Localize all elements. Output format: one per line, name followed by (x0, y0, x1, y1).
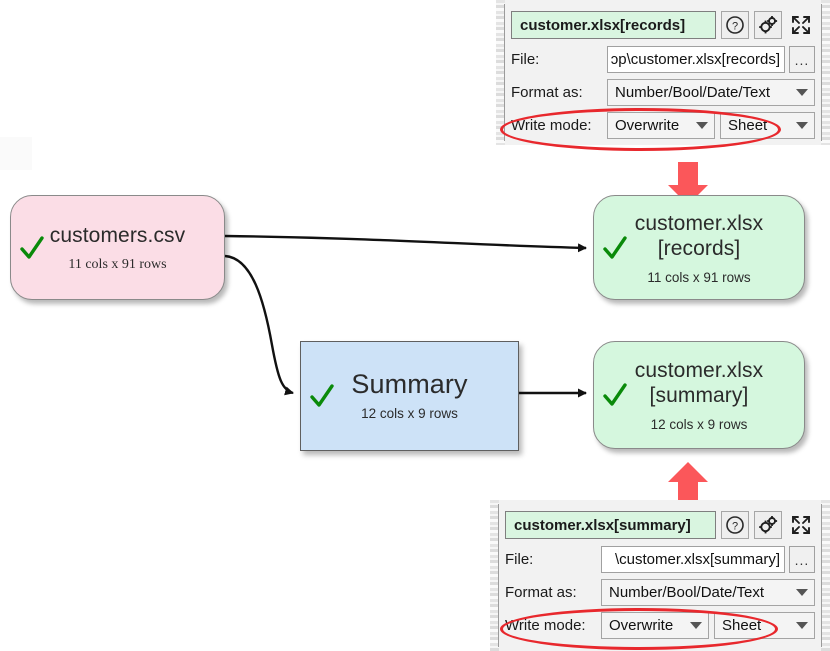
expand-icon[interactable] (787, 11, 815, 39)
node-title-line2: [summary] (649, 384, 749, 407)
red-arrow-up (668, 462, 708, 505)
file-input[interactable]: \customer.xlsx[summary] (601, 546, 785, 573)
expand-icon[interactable] (787, 511, 815, 539)
panel-torn-edge-right (821, 500, 830, 651)
write-target-value: Sheet (722, 617, 762, 634)
panel-title-field[interactable]: customer.xlsx[records] (511, 11, 716, 39)
write-target-select[interactable]: Sheet (714, 612, 815, 639)
write-mode-value: Overwrite (615, 117, 680, 134)
node-title: Summary (351, 368, 468, 399)
write-target-value: Sheet (728, 117, 768, 134)
panel-torn-edge-left (490, 500, 499, 651)
node-subtitle: 11 cols x 91 rows (68, 256, 167, 272)
write-mode-label: Write mode: (505, 617, 586, 634)
write-mode-row: Write mode: Overwrite Sheet (511, 111, 815, 140)
format-select-value: Number/Bool/Date/Text (615, 84, 771, 101)
node-title-line1: customer.xlsx (634, 359, 764, 382)
svg-text:?: ? (732, 21, 738, 33)
panel-titlebar: customer.xlsx[records] ? (511, 10, 815, 40)
help-icon[interactable]: ? (721, 511, 749, 539)
format-select-value: Number/Bool/Date/Text (609, 584, 765, 601)
panel-torn-edge-left (496, 0, 505, 145)
write-mode-select[interactable]: Overwrite (607, 112, 715, 139)
file-row: File: ɔp\customer.xlsx[records] ... (511, 45, 815, 74)
write-mode-select[interactable]: Overwrite (601, 612, 709, 639)
connector-csv-to-summary (224, 254, 294, 396)
gear-icon[interactable] (754, 511, 782, 539)
svg-text:?: ? (732, 521, 738, 533)
node-title: customer.xlsx [records] (635, 211, 764, 261)
format-row: Format as: Number/Bool/Date/Text (505, 578, 815, 607)
browse-button[interactable]: ... (789, 46, 815, 73)
chevron-down-icon (690, 622, 702, 629)
chevron-down-icon (696, 122, 708, 129)
flow-node-summary[interactable]: Summary 12 cols x 9 rows (300, 341, 519, 451)
write-mode-label: Write mode: (511, 117, 592, 134)
format-row: Format as: Number/Bool/Date/Text (511, 78, 815, 107)
format-label: Format as: (505, 584, 577, 601)
flow-node-customers-csv[interactable]: customers.csv 11 cols x 91 rows (10, 195, 225, 300)
help-icon[interactable]: ? (721, 11, 749, 39)
red-arrow-down (668, 162, 708, 205)
status-ok-icon (603, 235, 627, 259)
status-ok-icon (603, 383, 627, 406)
write-mode-value: Overwrite (609, 617, 674, 634)
format-select[interactable]: Number/Bool/Date/Text (607, 79, 815, 106)
chevron-down-icon (796, 89, 808, 96)
summary-properties-panel[interactable]: customer.xlsx[summary] ? (490, 500, 830, 651)
file-input[interactable]: ɔp\customer.xlsx[records] (607, 46, 785, 73)
connector-csv-to-records (224, 234, 587, 253)
node-title-line1: customer.xlsx (634, 211, 764, 235)
file-label: File: (505, 551, 534, 568)
panel-title-field[interactable]: customer.xlsx[summary] (505, 511, 716, 539)
write-mode-row: Write mode: Overwrite Sheet (505, 611, 815, 640)
write-target-select[interactable]: Sheet (720, 112, 815, 139)
node-title: customer.xlsx [summary] (635, 358, 764, 408)
format-label: Format as: (511, 84, 583, 101)
gear-icon[interactable] (754, 11, 782, 39)
file-row: File: \customer.xlsx[summary] ... (505, 545, 815, 574)
flow-node-customer-xlsx-summary[interactable]: customer.xlsx [summary] 12 cols x 9 rows (593, 341, 805, 449)
panel-titlebar: customer.xlsx[summary] ? (505, 510, 815, 540)
chevron-down-icon (796, 589, 808, 596)
file-label: File: (511, 51, 540, 68)
node-title-line2: [records] (657, 236, 741, 260)
format-select[interactable]: Number/Bool/Date/Text (601, 579, 815, 606)
node-title: customers.csv (49, 223, 186, 247)
records-properties-panel[interactable]: customer.xlsx[records] ? (496, 0, 830, 145)
panel-torn-edge-right (821, 0, 830, 145)
node-subtitle: 12 cols x 9 rows (650, 417, 748, 432)
browse-button[interactable]: ... (789, 546, 815, 573)
node-subtitle: 11 cols x 91 rows (647, 269, 751, 285)
node-subtitle: 12 cols x 9 rows (361, 405, 458, 421)
ghost-block (0, 137, 32, 170)
status-ok-icon (20, 235, 44, 259)
chevron-down-icon (796, 622, 808, 629)
flow-node-customer-xlsx-records[interactable]: customer.xlsx [records] 11 cols x 91 row… (593, 195, 805, 300)
chevron-down-icon (796, 122, 808, 129)
status-ok-icon (310, 384, 334, 407)
